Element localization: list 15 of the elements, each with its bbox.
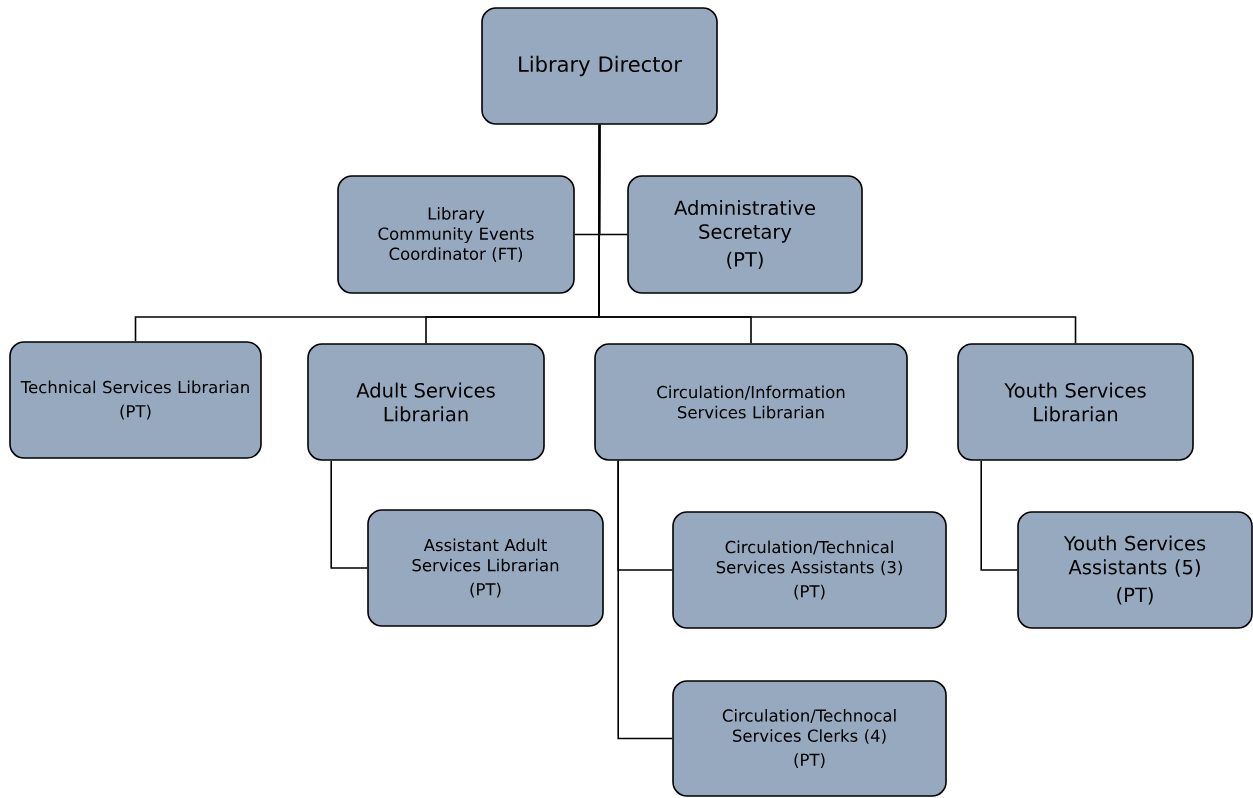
connector-line	[598, 124, 1077, 344]
connector-line	[330, 460, 368, 569]
position-box: Circulation/Technical Services Assistants (3) (PT)	[672, 511, 947, 629]
position-box: Administrative Secretary (PT)	[627, 175, 863, 294]
position-box: Youth Services Librarian	[957, 343, 1194, 461]
connector-line	[980, 460, 1018, 571]
position-box: Adult Services Librarian	[307, 343, 545, 461]
position-box: Library Director	[481, 7, 718, 125]
connector-line	[617, 460, 673, 740]
position-box: Assistant Adult Services Librarian (PT)	[367, 509, 604, 627]
position-box: Circulation/Technocal Services Clerks (4) (PT)	[672, 680, 947, 797]
position-box: Youth Services Assistants (5) (PT)	[1017, 511, 1253, 629]
position-box: Library Community Events Coordinator (FT)	[337, 175, 575, 294]
position-box: Circulation/Information Services Librarian	[594, 343, 908, 461]
position-box: Technical Services Librarian (PT)	[9, 341, 262, 459]
